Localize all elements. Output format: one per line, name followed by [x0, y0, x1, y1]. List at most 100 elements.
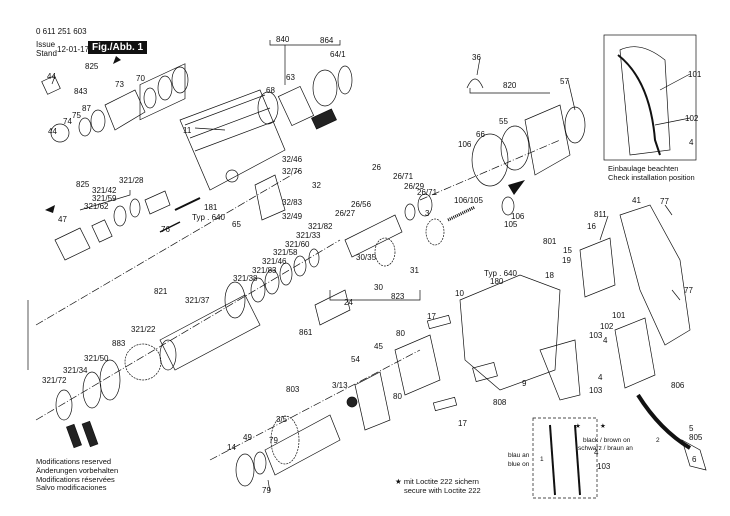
- housing-11-rib1: [184, 94, 266, 126]
- pin-76: [159, 221, 181, 233]
- inset-caption: Einbaulage beachten Check installation p…: [608, 164, 695, 182]
- part-callout: 321/72: [42, 376, 67, 385]
- wire-black-en: black / brown on: [583, 437, 631, 444]
- part-callout: 18: [545, 271, 554, 280]
- part-callout: 3/5: [276, 415, 288, 424]
- part-callout: 840: [276, 35, 290, 44]
- part-callout: 26/71: [393, 172, 414, 181]
- axis-line-lower: [35, 239, 341, 421]
- part-callout: 75: [72, 111, 81, 120]
- part-callout: 70: [136, 74, 145, 83]
- inset-wire-blue: [549, 424, 556, 496]
- spring-106-105: [447, 205, 476, 222]
- part-callout: 823: [391, 292, 405, 301]
- part-callout: 26: [372, 163, 381, 172]
- part-callout: 32/83: [282, 198, 303, 207]
- part-321-28: [144, 190, 171, 215]
- wire-black-de: schwarz / braun an: [578, 445, 633, 452]
- part-callout: 16: [587, 222, 596, 231]
- part-callout: 321/28: [119, 176, 144, 185]
- arrow-825: [113, 56, 121, 64]
- leader: [194, 127, 226, 131]
- gear-883: [124, 343, 162, 381]
- note-line: Modifications reserved: [36, 457, 112, 466]
- star-icon: ★: [600, 423, 606, 430]
- cable-805: [636, 393, 692, 450]
- part-callout: 41: [632, 196, 641, 205]
- part-callout: 77: [684, 286, 693, 295]
- spindle-end: [159, 339, 177, 371]
- part-26-shaft: [344, 214, 403, 258]
- part-callout: 820: [503, 81, 517, 90]
- part-callout: 65: [232, 220, 241, 229]
- leader: [599, 215, 609, 241]
- part-callout: 321/34: [63, 366, 88, 375]
- part-callout: 805: [689, 433, 703, 442]
- part-callout: 5: [689, 424, 694, 433]
- part-callout: 101: [612, 311, 626, 320]
- part-callout: 801: [543, 237, 557, 246]
- loctite-de: mit Loctite 222 sichern: [403, 477, 479, 486]
- part-callout: 825: [85, 62, 99, 71]
- part-32: [254, 174, 286, 221]
- part-callout: 321/33: [296, 231, 321, 240]
- part-callout: 80: [396, 329, 405, 338]
- part-callout: 181: [204, 203, 218, 212]
- wire-blue-de: blau an: [508, 452, 530, 459]
- wire-blue-num: 1: [540, 456, 544, 463]
- part-63: [277, 85, 315, 127]
- part-callout: 825: [76, 180, 90, 189]
- part-36: [466, 78, 484, 89]
- part-801: [579, 237, 616, 298]
- part-callout: 4: [603, 336, 608, 345]
- note-line: Änderungen vorbehalten: [36, 465, 119, 475]
- inset-wiring-frame: [532, 417, 598, 499]
- arrow-47: [45, 205, 55, 213]
- part-callout: 321/38: [233, 274, 258, 283]
- arrow-gearbox: [508, 180, 525, 195]
- part-49: [253, 451, 267, 475]
- part-callout: 4: [594, 448, 599, 457]
- part-callout: 76: [161, 225, 170, 234]
- part-callout: 73: [115, 80, 124, 89]
- part-callout: 79: [269, 436, 278, 445]
- ring-321-83: [250, 277, 266, 303]
- part-callout: 103: [589, 386, 603, 395]
- note-line: Salvo modificaciones: [36, 483, 107, 493]
- leader: [659, 73, 691, 91]
- part-callout: 79: [262, 486, 271, 495]
- part-callout: 32/76: [282, 167, 303, 176]
- part-864: [312, 69, 338, 107]
- brush-17-upper: [426, 314, 452, 330]
- inset-frame: [603, 34, 697, 161]
- stand-label: Stand: [36, 49, 57, 58]
- part-callout: 321/62: [84, 202, 109, 211]
- part-callout: 64/1: [330, 50, 346, 59]
- loctite-en: secure with Loctite 222: [404, 486, 481, 495]
- ring-57: [564, 106, 586, 144]
- part-callout: 3: [425, 209, 430, 218]
- part-callout: 321/83: [252, 266, 277, 275]
- part-callout: 808: [493, 398, 507, 407]
- ring-321-58: [279, 262, 293, 286]
- part-callout: 9: [522, 379, 527, 388]
- screw-77-upper: [664, 204, 673, 216]
- spindle-tube-821: [159, 294, 261, 371]
- part-callout: 49: [243, 433, 252, 442]
- part-callout: 103: [589, 331, 603, 340]
- part-68: [257, 91, 279, 125]
- part-callout: 3/13: [332, 381, 348, 390]
- part-44-lower: [50, 123, 70, 143]
- cable-6: [681, 439, 707, 471]
- part-callout: Typ . 640: [192, 213, 225, 222]
- housing-11-body: [179, 89, 286, 191]
- part-callout: 102: [600, 322, 614, 331]
- part-callout: 811: [594, 210, 607, 219]
- bracket-840: [269, 40, 341, 46]
- part-callout: 19: [562, 256, 571, 265]
- part-callout: 180: [490, 277, 504, 286]
- part-14: [235, 453, 255, 487]
- modifications-notes: Modifications reserved Änderungen vorbeh…: [36, 457, 119, 493]
